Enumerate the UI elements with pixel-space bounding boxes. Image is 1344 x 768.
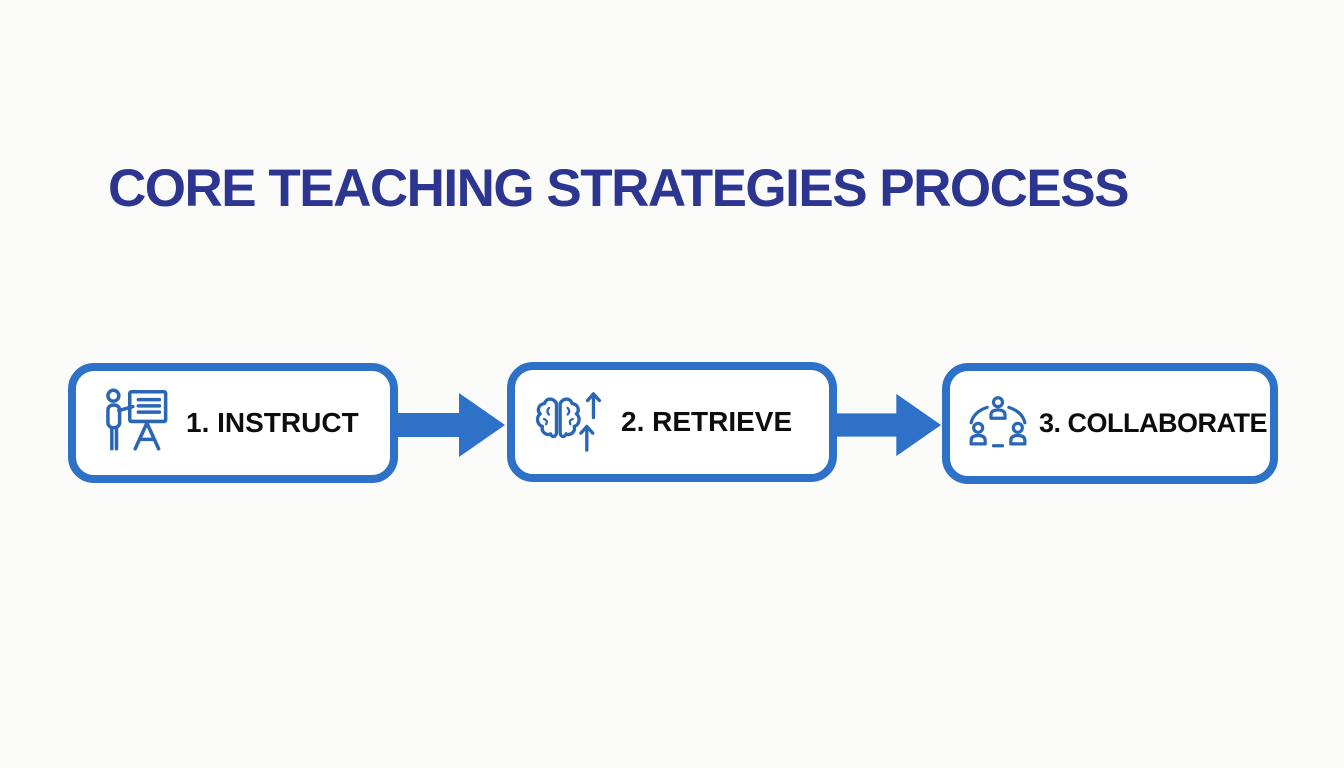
flow-arrow-right-icon [836,393,942,457]
step-label: 1. INSTRUCT [186,407,359,438]
flow-arrow-right-icon [397,393,505,457]
team-collaboration-icon [969,395,1027,447]
step-label: 2. RETRIEVE [621,406,793,437]
step-label: 3. COLLABORATE [1039,408,1268,438]
presenter-whiteboard-icon [106,388,168,451]
brain-retrieval-icon [535,392,602,452]
step-box-retrieve: 2. RETRIEVE [507,362,837,482]
page-title: CORE TEACHING STRATEGIES PROCESS [108,159,1129,218]
step-box-collaborate: 3. COLLABORATE [942,363,1278,484]
step-box-instruct: 1. INSTRUCT [68,363,398,483]
